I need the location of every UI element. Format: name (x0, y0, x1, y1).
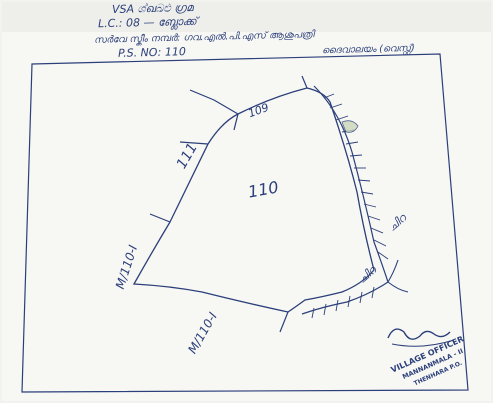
signature-underline (391, 339, 455, 347)
stream-line (301, 85, 389, 315)
header-line-4: P.S. NO: 110 (117, 45, 187, 60)
boundary-line-west (149, 213, 171, 223)
paper-top-shadow (2, 2, 491, 32)
header-line-2: L.C.: 08 — ബ്ലോക്ക് (97, 14, 197, 31)
boundary-line-top-right (301, 75, 308, 89)
signature (387, 328, 451, 340)
stream-branch (387, 259, 409, 293)
boundary-line-top (233, 113, 239, 131)
plot-110-boundary (132, 87, 375, 313)
boundary-line-bottom (279, 311, 289, 333)
marker-blob (341, 120, 359, 133)
boundary-line-left (179, 141, 209, 145)
boundary-line-top-left (189, 89, 239, 115)
sketch-border (21, 53, 469, 393)
